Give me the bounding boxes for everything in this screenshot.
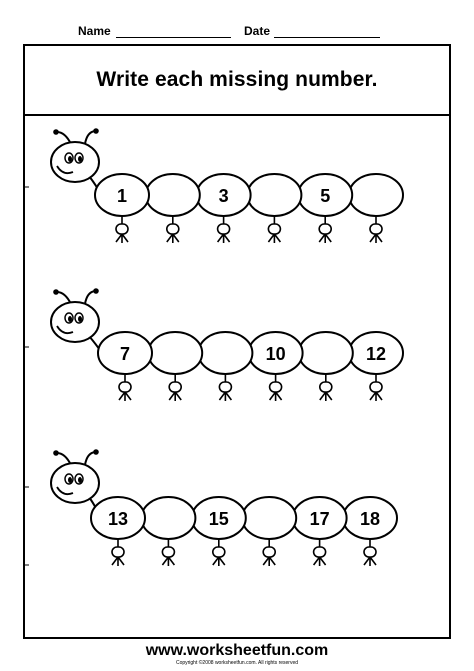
worksheet-header: Name Date <box>0 14 474 44</box>
body-segment <box>140 496 197 540</box>
segment-number: 3 <box>219 186 229 206</box>
caterpillar: 7 10 12 <box>50 288 404 401</box>
segment-number: 13 <box>108 509 128 529</box>
smile <box>56 325 74 335</box>
caterpillar-leg <box>369 374 383 401</box>
caterpillar-leg <box>111 539 125 566</box>
body-segment <box>297 331 354 375</box>
smile <box>56 165 74 175</box>
caterpillar-leg <box>363 539 377 566</box>
title-box: Write each missing number. <box>25 46 449 116</box>
worksheet-title: Write each missing number. <box>96 68 378 91</box>
footer-site: www.worksheetfun.com <box>145 642 329 659</box>
caterpillar-leg <box>262 539 277 566</box>
date-line <box>274 37 380 38</box>
caterpillar-leg <box>369 216 383 243</box>
caterpillar-leg <box>268 374 283 401</box>
name-line <box>116 37 231 38</box>
caterpillar-leg <box>318 216 333 243</box>
caterpillar-head <box>50 449 100 504</box>
caterpillar-leg <box>318 374 333 401</box>
worksheet-frame: Write each missing number. <box>23 44 451 639</box>
caterpillar-leg <box>218 374 233 401</box>
body-segment <box>241 496 298 540</box>
footer-copyright: Copyright ©2008 worksheetfun.com. All ri… <box>175 660 299 666</box>
segment-number: 17 <box>310 509 330 529</box>
caterpillar-leg <box>118 374 132 401</box>
antenna-right <box>84 290 96 305</box>
caterpillar-leg <box>267 216 282 243</box>
date-label: Date <box>244 24 271 38</box>
segment-number: 5 <box>320 186 330 206</box>
body-segment <box>147 331 204 375</box>
antenna-right <box>84 130 96 145</box>
name-label: Name <box>78 24 111 38</box>
segment-number: 18 <box>360 509 380 529</box>
body-segment <box>144 173 201 217</box>
body-segment <box>197 331 254 375</box>
caterpillar: 13 15 17 18 <box>50 449 398 566</box>
segment-number: 10 <box>266 344 286 364</box>
body-segment <box>90 496 146 540</box>
caterpillar-head <box>50 288 100 343</box>
body-segment <box>97 331 153 375</box>
caterpillar-leg <box>166 216 180 243</box>
segment-number: 7 <box>120 344 130 364</box>
caterpillar-leg <box>161 539 176 566</box>
body-segment <box>94 173 150 217</box>
segment-number: 15 <box>209 509 229 529</box>
caterpillar-leg <box>115 216 129 243</box>
segment-number: 12 <box>366 344 386 364</box>
antenna-right <box>84 451 96 466</box>
caterpillar: 1 3 5 <box>50 128 404 243</box>
segment-number: 1 <box>117 186 127 206</box>
body-segment <box>348 173 404 217</box>
body-segment <box>246 173 303 217</box>
caterpillar-leg <box>216 216 231 243</box>
caterpillar-leg <box>168 374 182 401</box>
caterpillar-head <box>50 128 100 183</box>
caterpillar-leg <box>212 539 226 566</box>
caterpillar-leg <box>312 539 327 566</box>
smile <box>56 486 74 496</box>
